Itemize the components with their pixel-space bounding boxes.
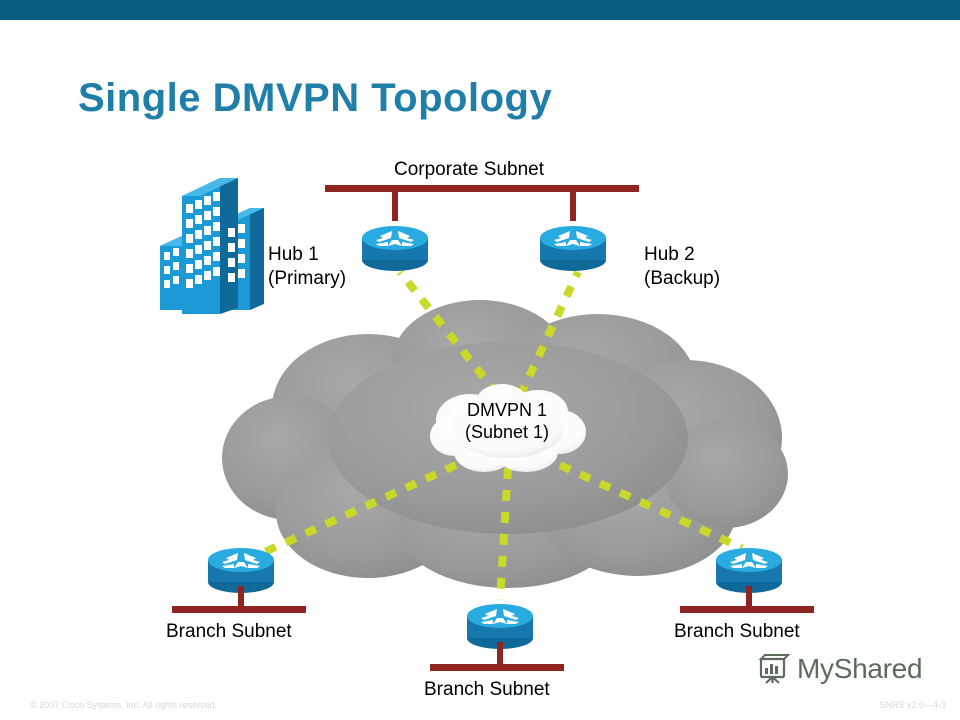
myshared-watermark: MyShared — [756, 652, 923, 686]
branch-left-subnet-bar — [172, 606, 306, 613]
top-color-band — [0, 0, 960, 20]
hub-2-label-line2: (Backup) — [644, 267, 721, 289]
router-icon-branch-right[interactable] — [712, 540, 786, 594]
copyright-footer: © 2007 Cisco Systems, Inc. All rights re… — [30, 700, 218, 710]
branch-right-drop-line — [746, 586, 752, 609]
myshared-watermark-text: MyShared — [797, 653, 923, 684]
branch-left-drop-line — [238, 586, 244, 609]
router-icon-hub-1[interactable] — [358, 218, 432, 272]
hub-1-label: Hub 1 (Primary) — [268, 243, 346, 291]
office-building-icon — [160, 178, 264, 314]
hub-1-label-line2: (Primary) — [268, 267, 347, 289]
dmvpn-cloud-icon — [430, 384, 586, 472]
branch-right-subnet-bar — [680, 606, 814, 613]
page-title: Single DMVPN Topology — [78, 76, 553, 120]
hub-2-label-line1: Hub 2 — [644, 244, 695, 265]
branch-right-label: Branch Subnet — [674, 621, 800, 642]
hub-1-drop-line — [392, 185, 398, 221]
hub-2-drop-line — [570, 185, 576, 221]
branch-bottom-label: Branch Subnet — [424, 679, 550, 700]
presentation-board-icon — [758, 654, 790, 684]
corporate-subnet-bar — [325, 185, 639, 192]
course-code-footer: SNRS v2.0—4-3 — [879, 700, 946, 710]
corporate-subnet-label: Corporate Subnet — [394, 159, 544, 180]
hub-1-label-line1: Hub 1 — [268, 244, 319, 265]
router-icon-hub-2[interactable] — [536, 218, 610, 272]
branch-left-label: Branch Subnet — [166, 621, 292, 642]
branch-bottom-drop-line — [497, 642, 503, 667]
branch-bottom-subnet-bar — [430, 664, 564, 671]
hub-2-label: Hub 2 (Backup) — [644, 243, 720, 291]
router-icon-branch-bottom[interactable] — [463, 596, 537, 650]
router-icon-branch-left[interactable] — [204, 540, 278, 594]
